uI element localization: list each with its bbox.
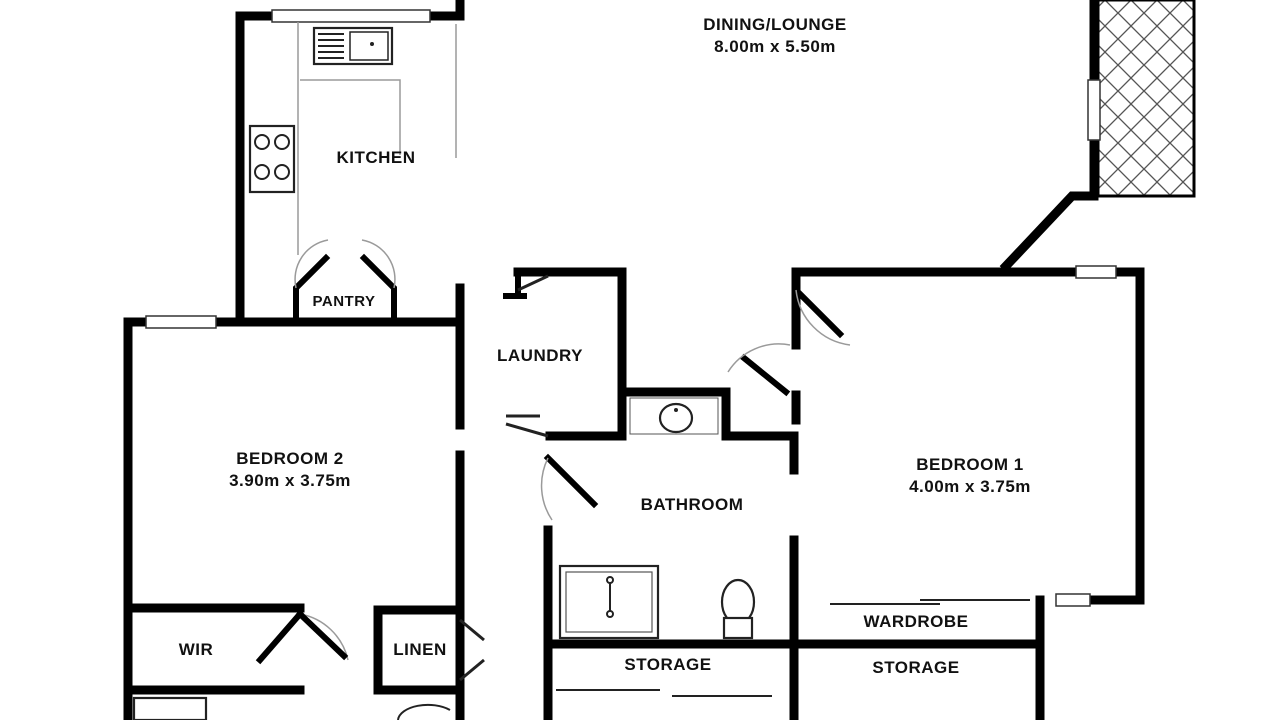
room-label-bedroom-1: BEDROOM 1 4.00m x 3.75m [909,454,1031,498]
bedroom-1-doors [727,285,1030,605]
room-label-storage-bath: STORAGE [624,655,712,674]
room-label-linen: LINEN [393,640,447,659]
room-label-bedroom-2: BEDROOM 2 3.90m x 3.75m [229,448,351,492]
kitchen-fixtures [248,22,457,255]
wir-linen-doors [132,609,485,720]
walls [123,0,1145,720]
pantry-doors [293,239,397,325]
room-label-storage-bedroom-1: STORAGE [872,658,960,677]
room-label-wir: WIR [178,640,214,659]
windows [145,9,1117,607]
room-name: BEDROOM 1 [916,455,1024,474]
cooktop-icon [248,124,296,194]
basin-icon [629,397,719,435]
room-label-pantry: PANTRY [312,293,376,310]
room-dimensions: 3.90m x 3.75m [229,471,351,490]
room-label-bathroom: BATHROOM [640,495,744,514]
shower-icon [558,564,660,640]
room-dimensions: 4.00m x 3.75m [909,477,1031,496]
toilet-icon [720,578,756,640]
room-name: BEDROOM 2 [236,449,344,468]
room-label-laundry: LAUNDRY [497,346,583,365]
deck-lattice [1096,0,1196,198]
bathroom-fixtures [540,397,772,697]
laundry-doors [503,269,549,438]
room-name: DINING/LOUNGE [703,15,847,34]
room-label-wardrobe: WARDROBE [863,612,969,631]
room-dimensions: 8.00m x 5.50m [714,37,836,56]
room-label-dining-lounge: DINING/LOUNGE 8.00m x 5.50m [703,14,846,58]
sink-icon [312,26,394,66]
room-label-kitchen: KITCHEN [336,148,416,167]
